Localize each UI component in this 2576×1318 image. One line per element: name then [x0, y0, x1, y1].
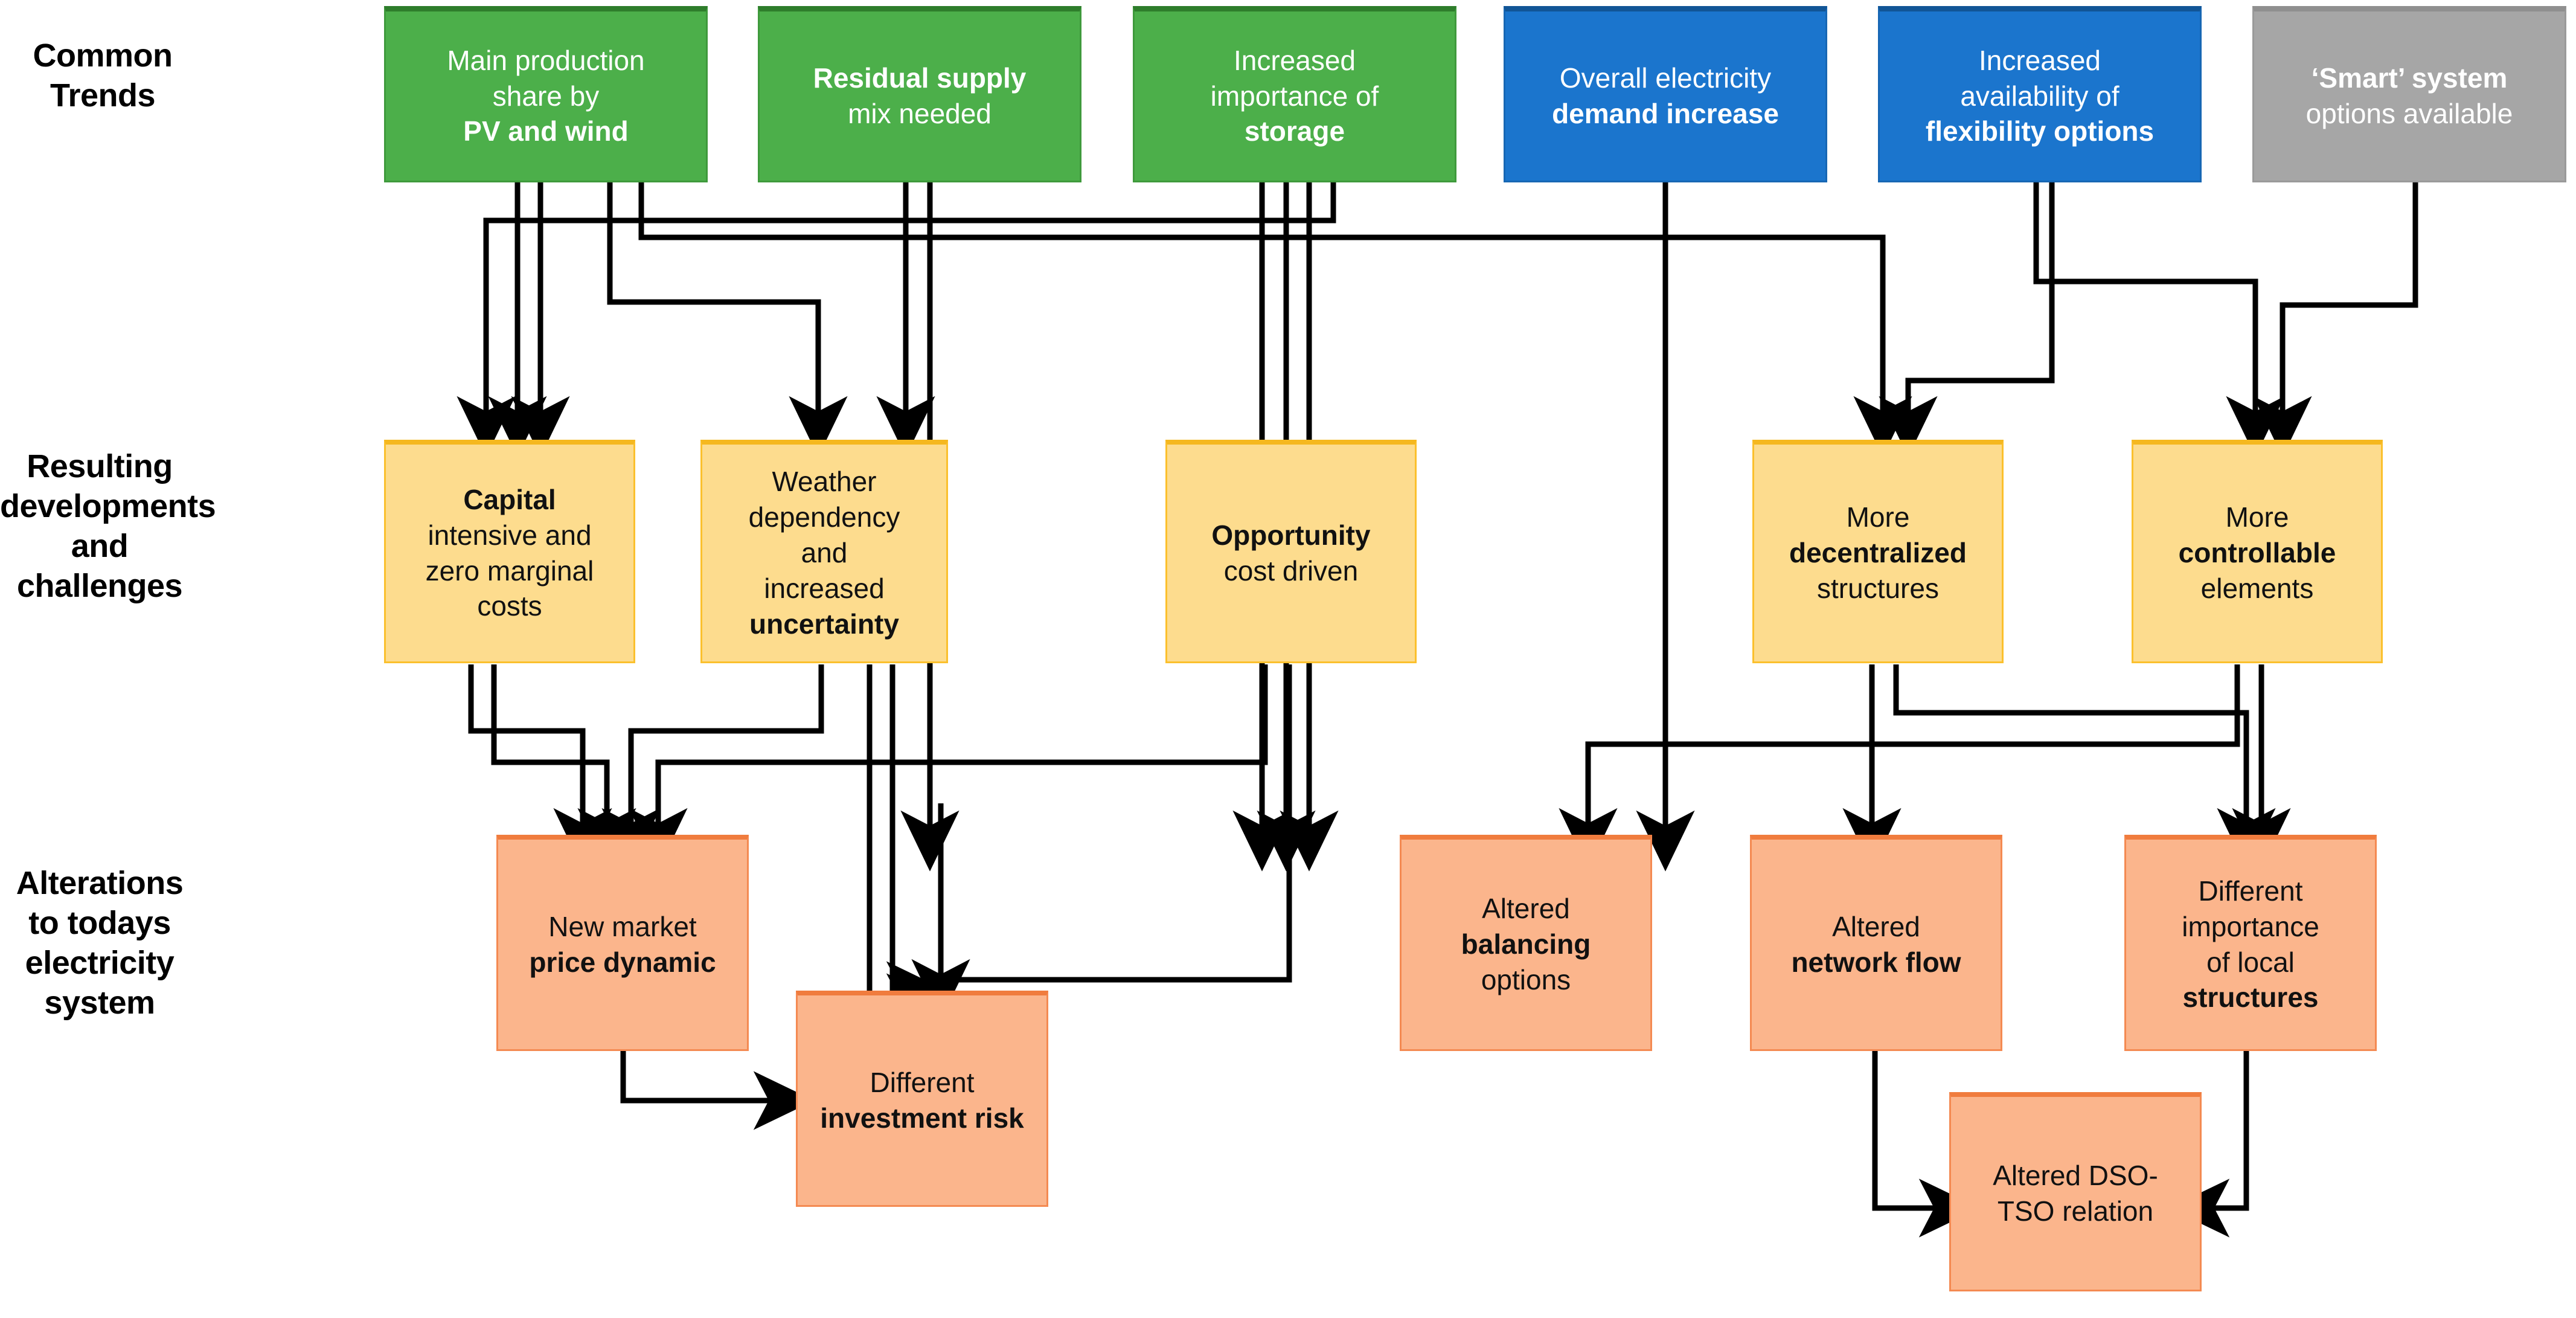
node-line-bold: dynamic [603, 946, 716, 978]
node-line: increased [764, 572, 885, 604]
edge-networkflow-dsotso [1872, 1051, 1980, 1238]
node-line: Altered DSO- [1993, 1159, 2158, 1191]
edge-newmarket-investrisk [620, 1051, 815, 1130]
node-line: costs [477, 590, 542, 622]
node-line: Different [870, 1066, 975, 1098]
node-line: TSO relation [1997, 1195, 2154, 1227]
edge-flex-controllable [2033, 182, 2285, 457]
edge-weather-invest-a [867, 664, 947, 1032]
node-line: Different [2198, 875, 2303, 907]
node-line-bold: risk [974, 1102, 1024, 1134]
node-line: dependency [748, 501, 900, 533]
node-line: of local [2206, 946, 2295, 978]
node-more-controllable-elements[interactable]: More controllable elements [2132, 440, 2383, 663]
node-line-bold: investment [820, 1102, 967, 1134]
node-main-production-share[interactable]: Main production share by PV and wind [384, 6, 708, 182]
node-line: options [1481, 963, 1571, 995]
node-line-bold: network flow [1791, 946, 1961, 978]
node-line-bold: uncertainty [749, 608, 899, 640]
node-weather-dependency[interactable]: Weather dependency and increased uncerta… [700, 440, 948, 663]
edge-controllable-balancing [1559, 664, 2240, 869]
node-line-bold: balancing [1461, 928, 1591, 960]
node-line: importance of [1210, 80, 1379, 112]
node-altered-dso-tso-relation[interactable]: Altered DSO- TSO relation [1949, 1092, 2202, 1291]
node-increased-flexibility-options[interactable]: Increased availability of flexibility op… [1878, 6, 2202, 182]
edge-mainprod-decentral [638, 182, 1912, 457]
node-increased-importance-storage[interactable]: Increased importance of storage [1133, 6, 1456, 182]
node-line: and [801, 537, 848, 569]
node-line: Overall electricity [1559, 62, 1772, 94]
node-line-bold: Residual supply [813, 62, 1027, 94]
node-line: Weather [772, 466, 877, 498]
edge-opportunity-newmarket [629, 664, 1268, 869]
node-line: More [2225, 501, 2289, 533]
node-more-decentralized-structures[interactable]: More decentralized structures [1752, 440, 2004, 663]
node-new-market-price-dynamic[interactable]: New market price dynamic [496, 835, 749, 1051]
node-line: Increased [1233, 44, 1356, 76]
edge-decentral-localstruct [1893, 664, 2276, 869]
node-capital-intensive[interactable]: Capital intensive and zero marginal cost… [384, 440, 635, 663]
node-line-bold: Opportunity [1211, 519, 1371, 551]
node-line: mix needed [848, 98, 992, 129]
edge-opportunity-invest-seg [938, 664, 1292, 991]
edge-smart-controllable [2253, 182, 2418, 457]
node-line-bold: structures [2182, 982, 2319, 1014]
node-line: Altered [1482, 893, 1570, 925]
node-line-bold: flexibility options [1925, 115, 2155, 147]
node-line-bold: decentralized [1789, 537, 1967, 569]
node-overall-electricity-demand[interactable]: Overall electricity demand increase [1504, 6, 1827, 182]
node-opportunity-cost-driven[interactable]: Opportunity cost driven [1165, 440, 1417, 663]
node-line-bold: PV and wind [463, 115, 629, 147]
node-line-bold: price [529, 946, 596, 978]
node-line: structures [1817, 572, 1939, 604]
edge-capital-newmarket-b [491, 664, 636, 869]
node-smart-system-options[interactable]: ‘Smart’ system options available [2252, 6, 2566, 182]
node-line: options available [2305, 98, 2513, 129]
edge-capital-newmarket [468, 664, 612, 869]
node-line: Main production [447, 44, 645, 76]
node-line-bold: storage [1244, 115, 1345, 147]
node-line: intensive and [428, 519, 592, 551]
edge-localstruct-dsotso [2168, 1051, 2249, 1238]
node-altered-network-flow[interactable]: Altered network flow [1750, 835, 2002, 1051]
node-line-bold: demand increase [1552, 98, 1779, 129]
node-different-importance-local-structures[interactable]: Different importance of local structures [2124, 835, 2377, 1051]
edge-flex-decentral [1879, 182, 2055, 457]
node-line-bold: Capital [463, 483, 556, 515]
node-residual-supply-mix[interactable]: Residual supply mix needed [758, 6, 1081, 182]
edge-weather-newmarket [601, 664, 824, 869]
node-line-bold: controllable [2178, 537, 2336, 569]
edge-storage-capital [457, 182, 1336, 457]
node-line: availability of [1960, 80, 2119, 112]
node-line: New market [548, 910, 697, 942]
node-different-investment-risk[interactable]: Different investment risk [796, 991, 1048, 1207]
node-line-bold: ‘Smart’ system [2311, 62, 2508, 94]
node-line: importance [2182, 910, 2319, 942]
node-line: elements [2200, 572, 2314, 604]
node-line: Altered [1832, 910, 1920, 942]
node-line: More [1846, 501, 1910, 533]
node-altered-balancing-options[interactable]: Altered balancing options [1400, 835, 1652, 1051]
node-line: zero marginal [425, 555, 594, 587]
node-line: cost driven [1223, 555, 1359, 587]
node-line: Increased [1978, 44, 2101, 76]
edge-weather-invest-b [886, 664, 947, 1020]
edge-mainprod-weather [607, 182, 848, 457]
node-line: share by [492, 80, 600, 112]
